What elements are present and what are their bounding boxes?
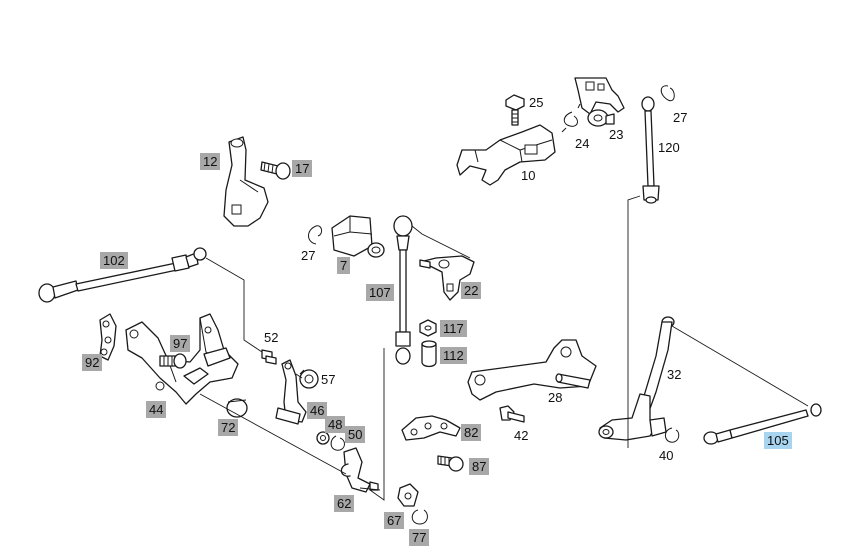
callout-57: 57: [321, 372, 336, 387]
part-27-circlip-top: [660, 85, 675, 102]
part-57-nut: [299, 369, 319, 389]
callout-12: 12: [200, 153, 221, 170]
part-27-circlip-mid: [308, 225, 323, 245]
callout-87: 87: [469, 458, 490, 475]
part-105-rod: [703, 403, 822, 445]
callout-105: 105: [764, 432, 792, 449]
callout-27-top: 27: [673, 110, 688, 125]
callout-28: 28: [548, 390, 563, 405]
callout-52: 52: [264, 330, 279, 345]
part-24-spring-clip: [561, 103, 581, 133]
callout-82: 82: [461, 424, 482, 441]
callout-40: 40: [659, 448, 674, 463]
part-52-bolt: [261, 349, 277, 365]
part-72-bushing: [226, 398, 248, 418]
leader-lines: [199, 195, 809, 501]
part-7-bearing-block: [331, 215, 385, 258]
callout-67: 67: [384, 512, 405, 529]
part-77-clip: [411, 509, 428, 525]
callout-23: 23: [609, 127, 624, 142]
callout-42: 42: [514, 428, 529, 443]
callout-27-mid: 27: [301, 248, 316, 263]
callout-22: 22: [461, 282, 482, 299]
callout-102: 102: [100, 252, 128, 269]
callout-50: 50: [345, 426, 366, 443]
callout-7: 7: [337, 257, 351, 274]
callout-92: 92: [82, 354, 103, 371]
part-62-fork: [340, 447, 379, 493]
callout-77: 77: [409, 529, 430, 546]
callout-107: 107: [366, 284, 394, 301]
part-10-bracket: [456, 124, 556, 186]
part-107-rod: [393, 215, 413, 365]
part-67-lever: [397, 483, 419, 507]
callout-72: 72: [218, 419, 239, 436]
callout-17: 17: [292, 160, 313, 177]
callout-120: 120: [658, 140, 680, 155]
callout-46: 46: [307, 402, 328, 419]
part-23-bracket: [574, 77, 625, 127]
part-44-bracket: [125, 313, 239, 405]
part-22-bracket: [419, 255, 475, 301]
part-50-clip: [330, 435, 345, 451]
callout-97: 97: [170, 335, 191, 352]
part-17-bolt: [260, 161, 291, 180]
part-46-lever: [275, 359, 307, 425]
callout-32: 32: [667, 367, 682, 382]
part-97-bolt: [159, 353, 187, 369]
part-87-bolt: [437, 455, 464, 472]
callout-44: 44: [146, 401, 167, 418]
part-102-rod: [38, 247, 207, 303]
callout-25: 25: [529, 95, 544, 110]
part-25-bolt: [505, 94, 525, 126]
part-40-clip: [665, 427, 680, 443]
part-120-rod: [641, 96, 660, 204]
part-82-bracket: [401, 415, 461, 441]
callout-24: 24: [575, 136, 590, 151]
part-42-bolt: [499, 405, 525, 423]
callout-10: 10: [521, 168, 536, 183]
part-28-plate: [467, 339, 597, 401]
part-32-lever: [598, 316, 675, 441]
part-112-ball-socket: [421, 340, 437, 368]
part-92-plate: [99, 313, 117, 361]
callout-117: 117: [440, 320, 467, 337]
callout-112: 112: [440, 347, 467, 364]
callout-62: 62: [334, 495, 355, 512]
callout-48: 48: [325, 416, 346, 433]
part-117-nut: [419, 319, 437, 337]
part-48-ring: [316, 431, 330, 445]
part-12-bracket: [223, 136, 269, 227]
